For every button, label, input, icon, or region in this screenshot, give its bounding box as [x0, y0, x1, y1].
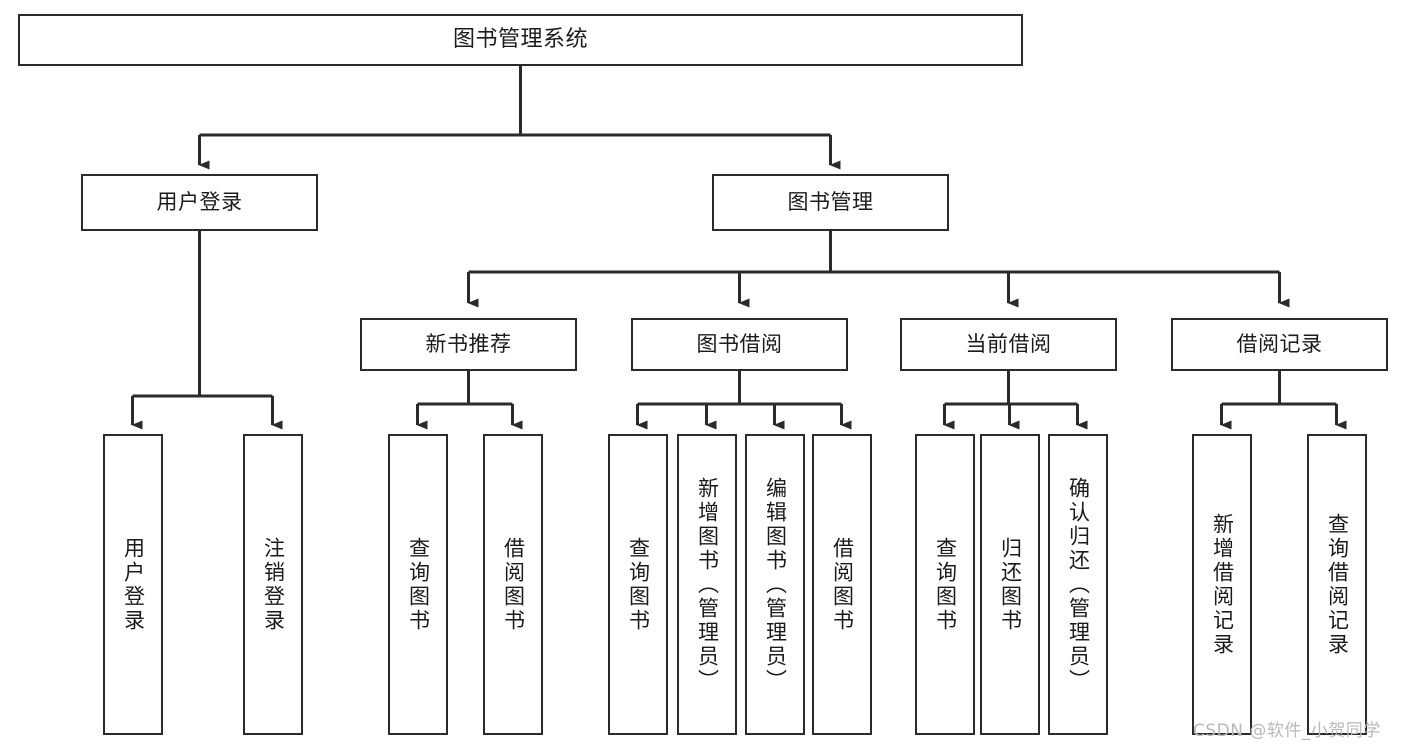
node-leaf-edit-book-label: 编辑图书（管理员） [763, 476, 788, 693]
node-leaf-logout-login[interactable]: 注销登录 [243, 434, 303, 735]
node-leaf-add-record[interactable]: 新增借阅记录 [1192, 434, 1252, 735]
node-leaf-edit-book[interactable]: 编辑图书（管理员） [745, 434, 805, 735]
node-leaf-confirm-return-label: 确认归还（管理员） [1066, 476, 1091, 693]
node-leaf-query-book-1[interactable]: 查询图书 [388, 434, 448, 735]
node-leaf-return-book[interactable]: 归还图书 [980, 434, 1040, 735]
node-new-book-recommend-label: 新书推荐 [425, 332, 512, 357]
node-book-borrow[interactable]: 图书借阅 [631, 318, 848, 371]
node-leaf-add-record-label: 新增借阅记录 [1210, 512, 1235, 657]
node-leaf-borrow-book-1-label: 借阅图书 [501, 536, 526, 633]
node-borrow-record[interactable]: 借阅记录 [1171, 318, 1388, 371]
node-root-book-management-system[interactable]: 图书管理系统 [18, 14, 1023, 66]
node-book-borrow-label: 图书借阅 [696, 332, 783, 357]
node-book-manage[interactable]: 图书管理 [712, 174, 949, 231]
node-user-login-label: 用户登录 [156, 190, 243, 215]
node-current-borrow-label: 当前借阅 [965, 332, 1052, 357]
node-leaf-user-login[interactable]: 用户登录 [103, 434, 163, 735]
node-leaf-query-record-label: 查询借阅记录 [1325, 512, 1350, 657]
node-leaf-borrow-book-2[interactable]: 借阅图书 [812, 434, 872, 735]
node-leaf-logout-login-label: 注销登录 [261, 536, 286, 633]
node-leaf-query-book-1-label: 查询图书 [406, 536, 431, 633]
node-book-manage-label: 图书管理 [787, 190, 874, 215]
node-leaf-borrow-book-1[interactable]: 借阅图书 [483, 434, 543, 735]
node-current-borrow[interactable]: 当前借阅 [900, 318, 1117, 371]
node-leaf-confirm-return[interactable]: 确认归还（管理员） [1048, 434, 1108, 735]
node-leaf-add-book[interactable]: 新增图书（管理员） [677, 434, 737, 735]
node-leaf-query-book-3[interactable]: 查询图书 [915, 434, 975, 735]
node-leaf-user-login-label: 用户登录 [121, 536, 146, 633]
node-leaf-return-book-label: 归还图书 [998, 536, 1023, 633]
node-leaf-query-record[interactable]: 查询借阅记录 [1307, 434, 1367, 735]
node-leaf-borrow-book-2-label: 借阅图书 [830, 536, 855, 633]
node-user-login[interactable]: 用户登录 [81, 174, 318, 231]
node-leaf-add-book-label: 新增图书（管理员） [695, 476, 720, 693]
node-leaf-query-book-2[interactable]: 查询图书 [608, 434, 668, 735]
node-leaf-query-book-2-label: 查询图书 [626, 536, 651, 633]
node-borrow-record-label: 借阅记录 [1236, 332, 1323, 357]
node-leaf-query-book-3-label: 查询图书 [933, 536, 958, 633]
watermark-csdn: CSDN @软件_小贺同学 [1193, 721, 1381, 741]
node-new-book-recommend[interactable]: 新书推荐 [360, 318, 577, 371]
node-root-label: 图书管理系统 [452, 27, 588, 53]
